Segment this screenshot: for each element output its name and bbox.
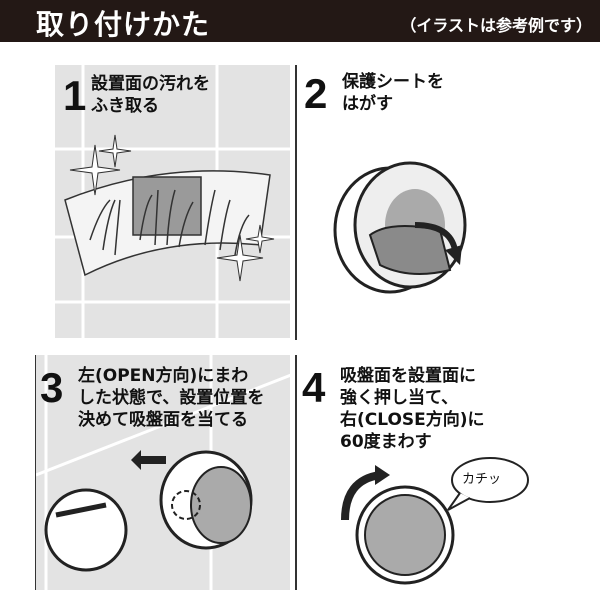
header-bar: 取り付けかた （イラストは参考例です） xyxy=(0,0,600,42)
click-sound-bubble: カチッ xyxy=(462,472,502,487)
step-4-number: 4 xyxy=(302,364,326,411)
step-4-panel: 4 吸盤面を設置面に 強く押し当て、 右(CLOSE方向)に 60度まわす カチ… xyxy=(300,355,590,590)
step-3-panel: 3 左(OPEN方向)にまわ した状態で、設置位置を 決めて吸盤面を当てる xyxy=(35,355,291,590)
wipe-surface-illustration xyxy=(55,65,290,338)
step-1-number: 1 xyxy=(63,72,87,119)
step-3-text: 左(OPEN方向)にまわ した状態で、設置位置を 決めて吸盤面を当てる xyxy=(78,366,265,430)
peel-sheet-illustration xyxy=(333,161,467,294)
step-3-number: 3 xyxy=(40,364,64,411)
rotate-close-illustration xyxy=(341,457,529,585)
step-2-number: 2 xyxy=(304,70,328,117)
step-4-text: 吸盤面を設置面に 強く押し当て、 右(CLOSE方向)に 60度まわす xyxy=(340,366,485,452)
step-2-text: 保護シートを はがす xyxy=(342,72,444,114)
step-1-text: 設置面の汚れを ふき取る xyxy=(91,74,210,116)
page-title: 取り付けかた xyxy=(36,8,211,41)
position-cup-illustration xyxy=(36,355,291,590)
divider-top xyxy=(295,65,297,340)
divider-bottom xyxy=(295,355,297,590)
illustration-note: （イラストは参考例です） xyxy=(400,16,592,35)
step-1-panel: 1 設置面の汚れを ふき取る xyxy=(55,65,290,338)
step-2-panel: 2 保護シートを はがす xyxy=(300,65,590,340)
